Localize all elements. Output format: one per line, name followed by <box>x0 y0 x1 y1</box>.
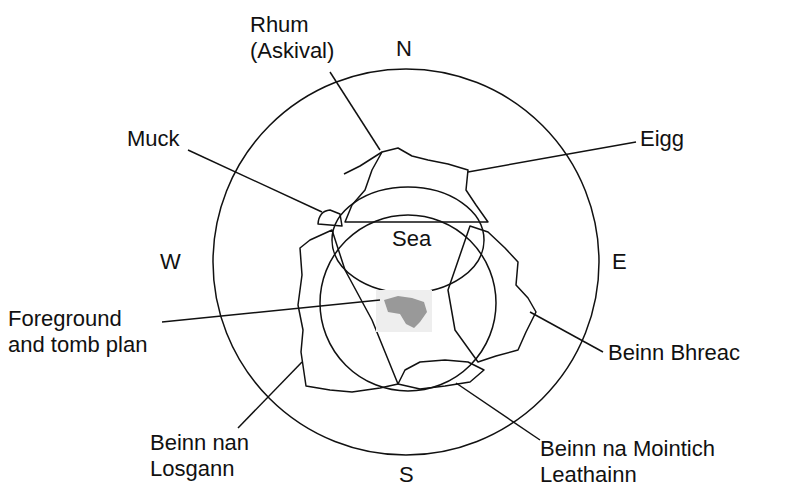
leader-line <box>456 383 540 440</box>
compass-label: E <box>612 249 627 275</box>
place-label: Beinn Bhreac <box>608 340 740 366</box>
place-label: Eigg <box>640 126 684 152</box>
compass-label: N <box>396 36 412 62</box>
compass-label: W <box>160 249 181 275</box>
leader-line <box>188 150 322 212</box>
region-label: Sea <box>390 226 433 252</box>
place-label: Beinn nan Losgann <box>150 430 262 482</box>
leader-line <box>530 312 603 352</box>
place-label: Rhum (Askival) <box>250 12 350 64</box>
tomb-plan-ground <box>376 290 432 332</box>
leader-line <box>468 142 636 172</box>
rhum-ridge <box>344 152 382 174</box>
leader-line <box>330 72 380 150</box>
part-label: Foreground and tomb plan <box>8 306 156 358</box>
rhum-eigg-outline <box>345 148 488 222</box>
bhreac-outline <box>448 226 536 362</box>
leader-line <box>238 362 302 428</box>
leader-line <box>162 300 380 322</box>
place-label: Beinn na Mointich Leathainn <box>540 436 730 488</box>
sea-outline <box>332 187 484 293</box>
compass-label: S <box>399 462 414 488</box>
tomb-plan <box>384 296 427 328</box>
place-label: Muck <box>127 126 180 152</box>
horizon-circle <box>213 69 599 455</box>
